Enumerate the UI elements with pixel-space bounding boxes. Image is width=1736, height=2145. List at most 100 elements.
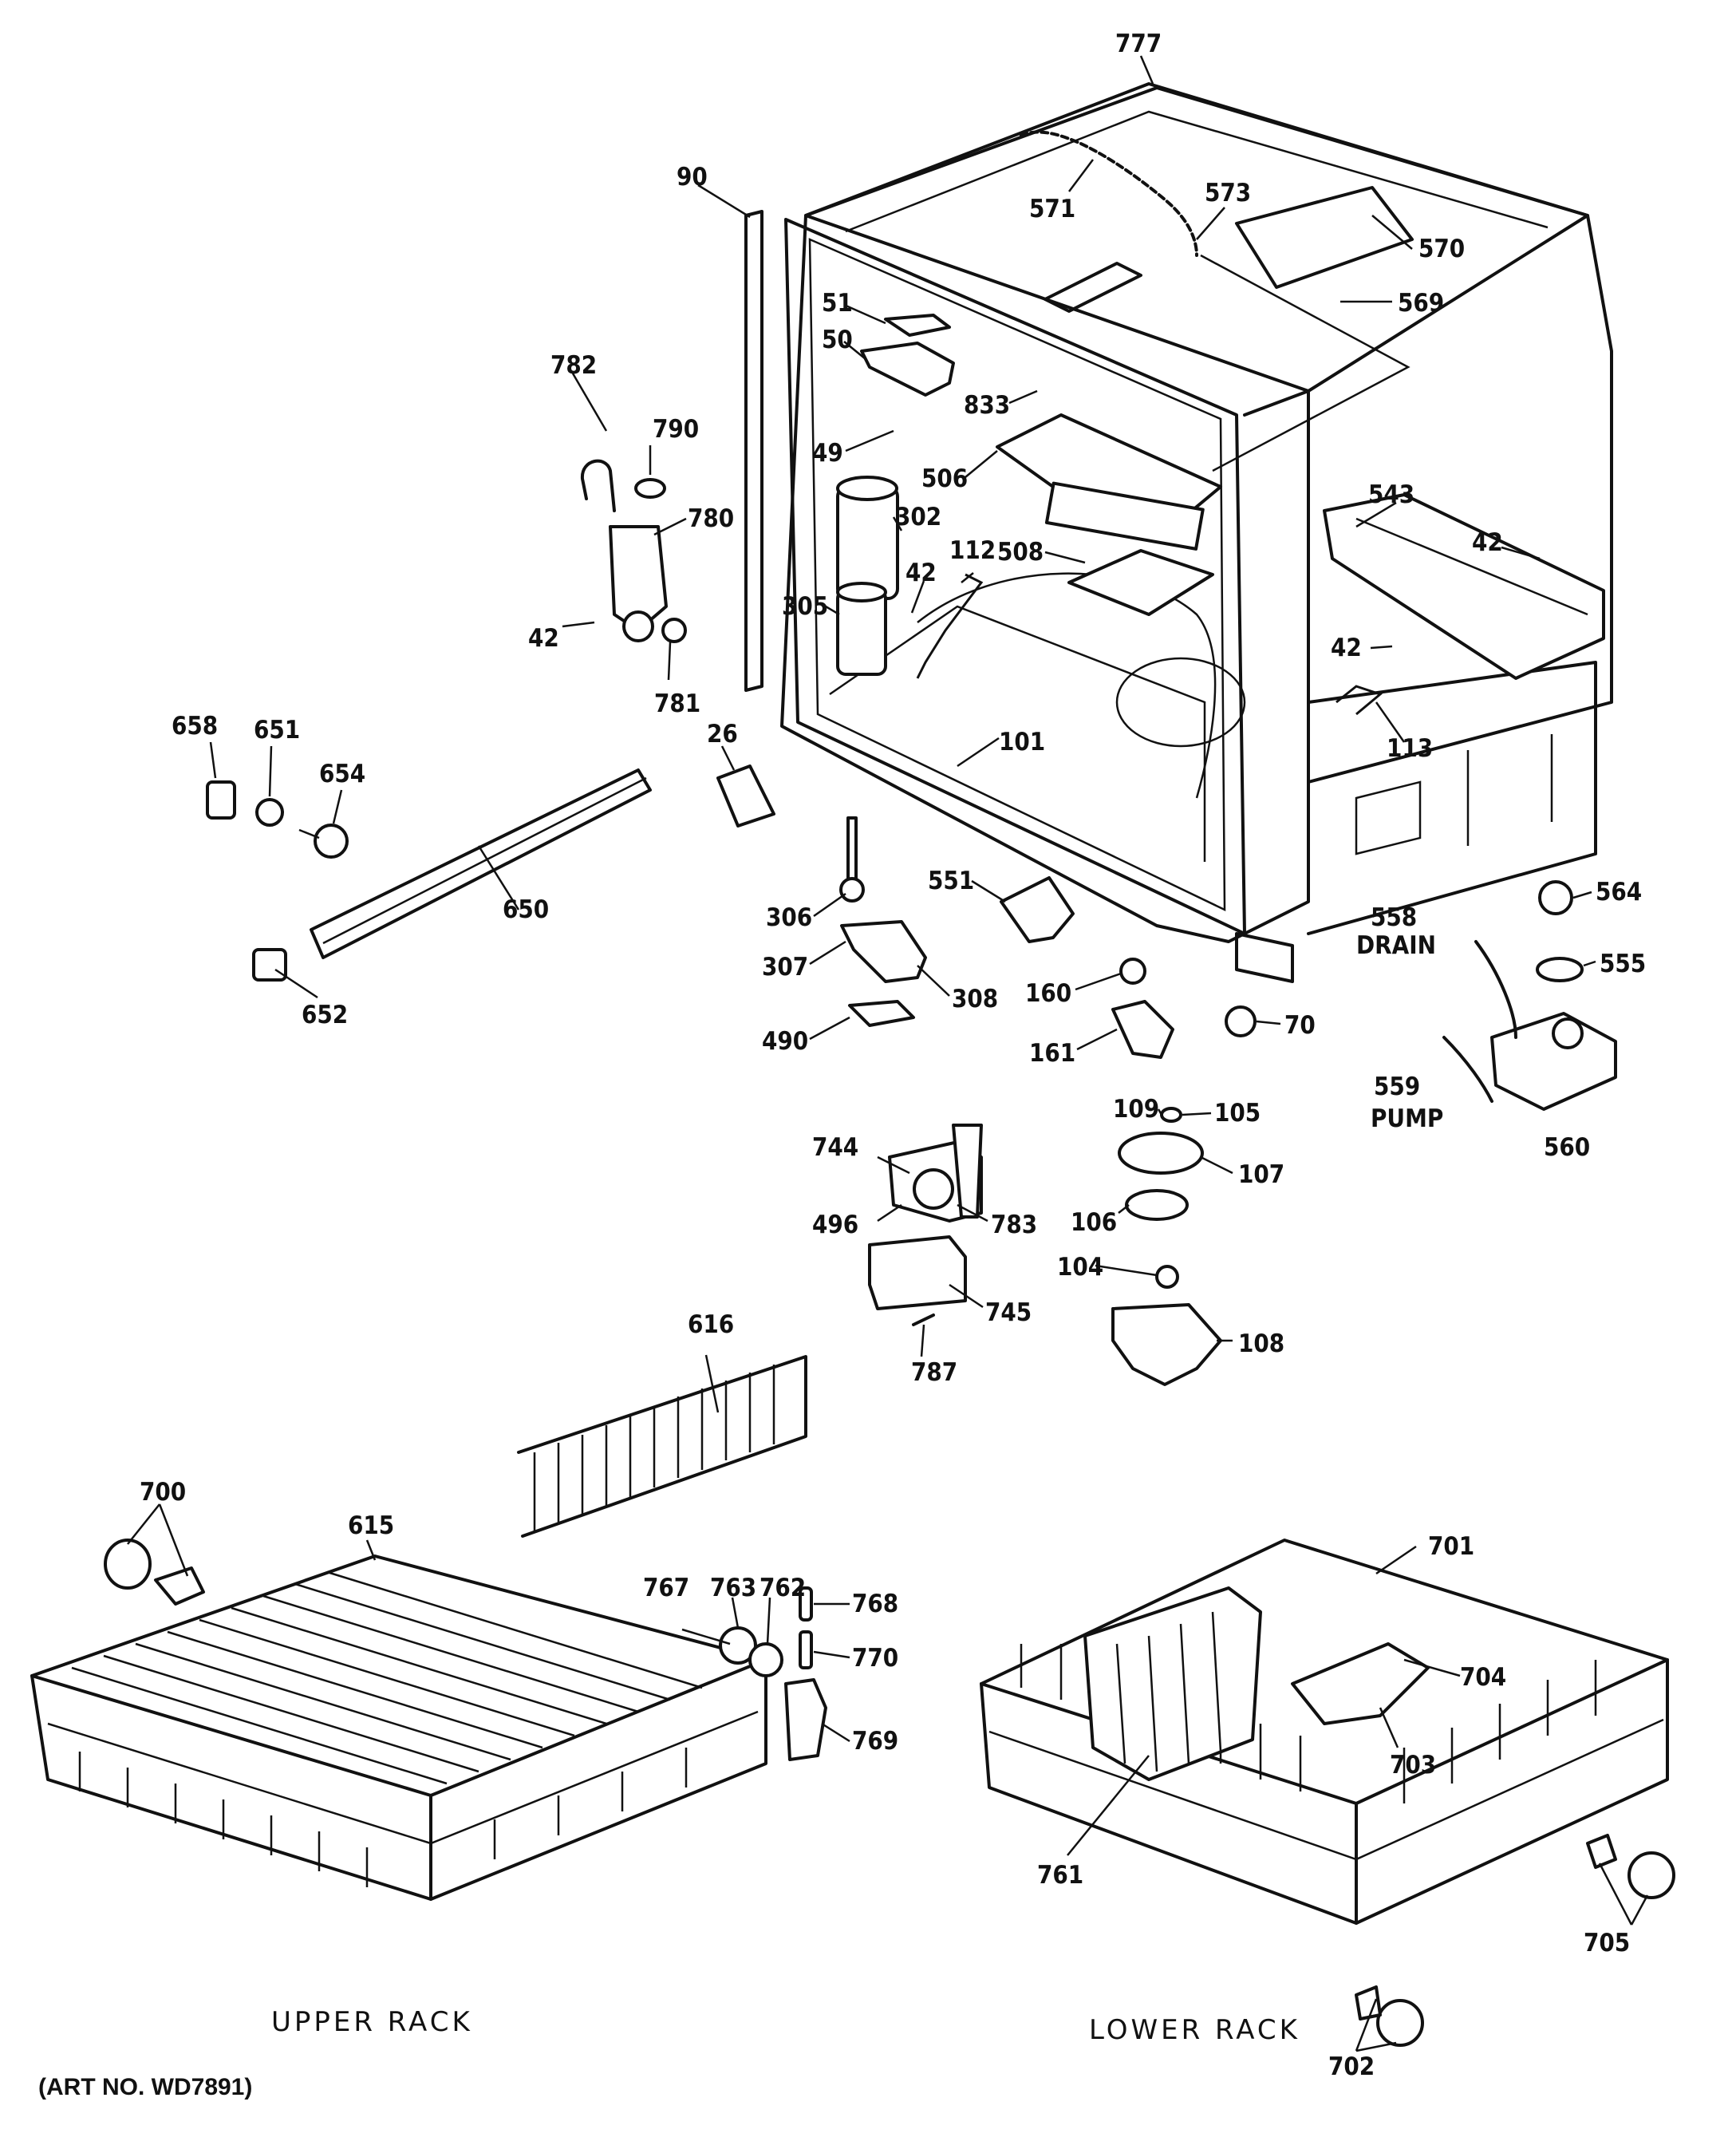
- part-555-seal: [1536, 957, 1584, 982]
- callout-555: 555: [1600, 950, 1646, 978]
- part-90-gasket-strip: [744, 210, 763, 692]
- callout-650: 650: [503, 895, 549, 924]
- part-564-impeller: [1538, 880, 1573, 915]
- callout-51: 51: [822, 289, 853, 318]
- callout-652: 652: [302, 1001, 348, 1029]
- part-658-bracket: [206, 780, 236, 820]
- callout-160: 160: [1025, 979, 1071, 1008]
- callout-302: 302: [895, 503, 941, 531]
- part-160-clip: [1119, 958, 1146, 985]
- callout-704: 704: [1460, 1663, 1506, 1692]
- part-559-pump-hose: [1442, 1036, 1493, 1103]
- part-790-clamp: [634, 478, 666, 499]
- callout-113: 113: [1387, 734, 1433, 763]
- callout-783: 783: [991, 1211, 1037, 1239]
- part-654-knob: [314, 824, 349, 859]
- part-768-pin: [799, 1586, 813, 1622]
- callout-701: 701: [1428, 1532, 1474, 1561]
- part-782-hose: [580, 459, 616, 512]
- part-780-fill-funnel: [609, 525, 687, 643]
- callout-49: 49: [812, 439, 843, 468]
- callout-labels: 777 90 571 573 570 569 51 50 833 49 506 …: [140, 30, 1646, 2081]
- callout-769: 769: [852, 1727, 898, 1756]
- callout-700: 700: [140, 1478, 186, 1507]
- part-652-end-cap: [252, 948, 287, 982]
- part-508-spray-manifold: [1067, 549, 1214, 616]
- callout-90: 90: [677, 163, 708, 192]
- part-104-nut: [1155, 1265, 1179, 1289]
- part-651-washer: [255, 798, 284, 827]
- callout-744: 744: [812, 1133, 858, 1162]
- callout-571: 571: [1029, 195, 1075, 223]
- part-560-pump-housing: [1490, 1012, 1617, 1111]
- part-161-bracket: [1111, 1000, 1174, 1059]
- part-650-rail: [310, 768, 652, 959]
- callout-573: 573: [1205, 179, 1251, 207]
- part-704-703-tray: [1291, 1642, 1430, 1725]
- part-106-gasket: [1125, 1189, 1189, 1221]
- part-705-wheel: [1628, 1851, 1675, 1899]
- callout-570: 570: [1418, 235, 1465, 263]
- part-50-bracket: [860, 342, 955, 397]
- callout-616: 616: [688, 1310, 734, 1339]
- callout-106: 106: [1071, 1208, 1117, 1237]
- callout-569: 569: [1398, 289, 1444, 318]
- callout-42b: 42: [905, 559, 937, 587]
- part-113-wire: [1336, 685, 1383, 716]
- part-112-wire: [916, 573, 984, 679]
- callout-70: 70: [1284, 1011, 1316, 1040]
- callout-833: 833: [964, 391, 1010, 420]
- part-761-silverware-basket: [1083, 1586, 1262, 1781]
- callout-105: 105: [1214, 1099, 1261, 1128]
- part-702-wheel: [1376, 1999, 1424, 2047]
- part-51-bracket: [884, 314, 951, 337]
- part-744-timer-motor: [888, 1124, 983, 1223]
- callout-770: 770: [852, 1644, 898, 1673]
- part-26-bracket: [716, 764, 775, 828]
- callout-560: 560: [1544, 1133, 1590, 1162]
- callout-558: 558: [1371, 903, 1417, 932]
- callout-107: 107: [1238, 1160, 1284, 1189]
- callout-781: 781: [654, 689, 700, 718]
- part-616-tine-row: [517, 1355, 807, 1538]
- part-787-screw: [912, 1313, 935, 1326]
- callout-306: 306: [766, 903, 812, 932]
- callout-651: 651: [254, 716, 300, 745]
- callout-496: 496: [812, 1211, 858, 1239]
- callout-702: 702: [1328, 2052, 1375, 2081]
- upper-rack-caption: UPPER RACK: [271, 2006, 473, 2038]
- callout-654: 654: [319, 760, 365, 788]
- callout-101: 101: [999, 728, 1045, 756]
- callout-508: 508: [997, 538, 1044, 567]
- callout-761: 761: [1037, 1861, 1083, 1890]
- callout-559: 559: [1374, 1072, 1420, 1101]
- callout-42d: 42: [1331, 634, 1362, 662]
- callout-564: 564: [1596, 878, 1642, 907]
- part-558-drain-hose: [1474, 940, 1517, 1039]
- callout-551: 551: [928, 867, 974, 895]
- part-770-spring: [799, 1630, 813, 1669]
- callout-615: 615: [348, 1511, 394, 1540]
- pump-label: PUMP: [1371, 1104, 1443, 1133]
- callout-768: 768: [852, 1590, 898, 1618]
- part-506-module: [996, 413, 1222, 551]
- callout-109: 109: [1113, 1095, 1159, 1124]
- callout-161: 161: [1029, 1039, 1075, 1068]
- part-70-foot: [1225, 1005, 1257, 1037]
- callout-50: 50: [822, 326, 853, 354]
- callout-705: 705: [1584, 1929, 1630, 1957]
- callout-543: 543: [1368, 480, 1414, 509]
- callout-307: 307: [762, 953, 808, 982]
- callout-112: 112: [949, 536, 996, 565]
- callout-104: 104: [1057, 1253, 1103, 1282]
- callout-490: 490: [762, 1027, 808, 1056]
- part-551-valve: [1000, 876, 1075, 943]
- part-105-oring: [1160, 1107, 1182, 1123]
- callout-42a: 42: [528, 624, 559, 653]
- callout-787: 787: [911, 1358, 957, 1387]
- callout-780: 780: [688, 504, 734, 533]
- part-745-control-box: [868, 1235, 967, 1310]
- callout-308: 308: [952, 985, 998, 1013]
- callout-506: 506: [921, 464, 968, 493]
